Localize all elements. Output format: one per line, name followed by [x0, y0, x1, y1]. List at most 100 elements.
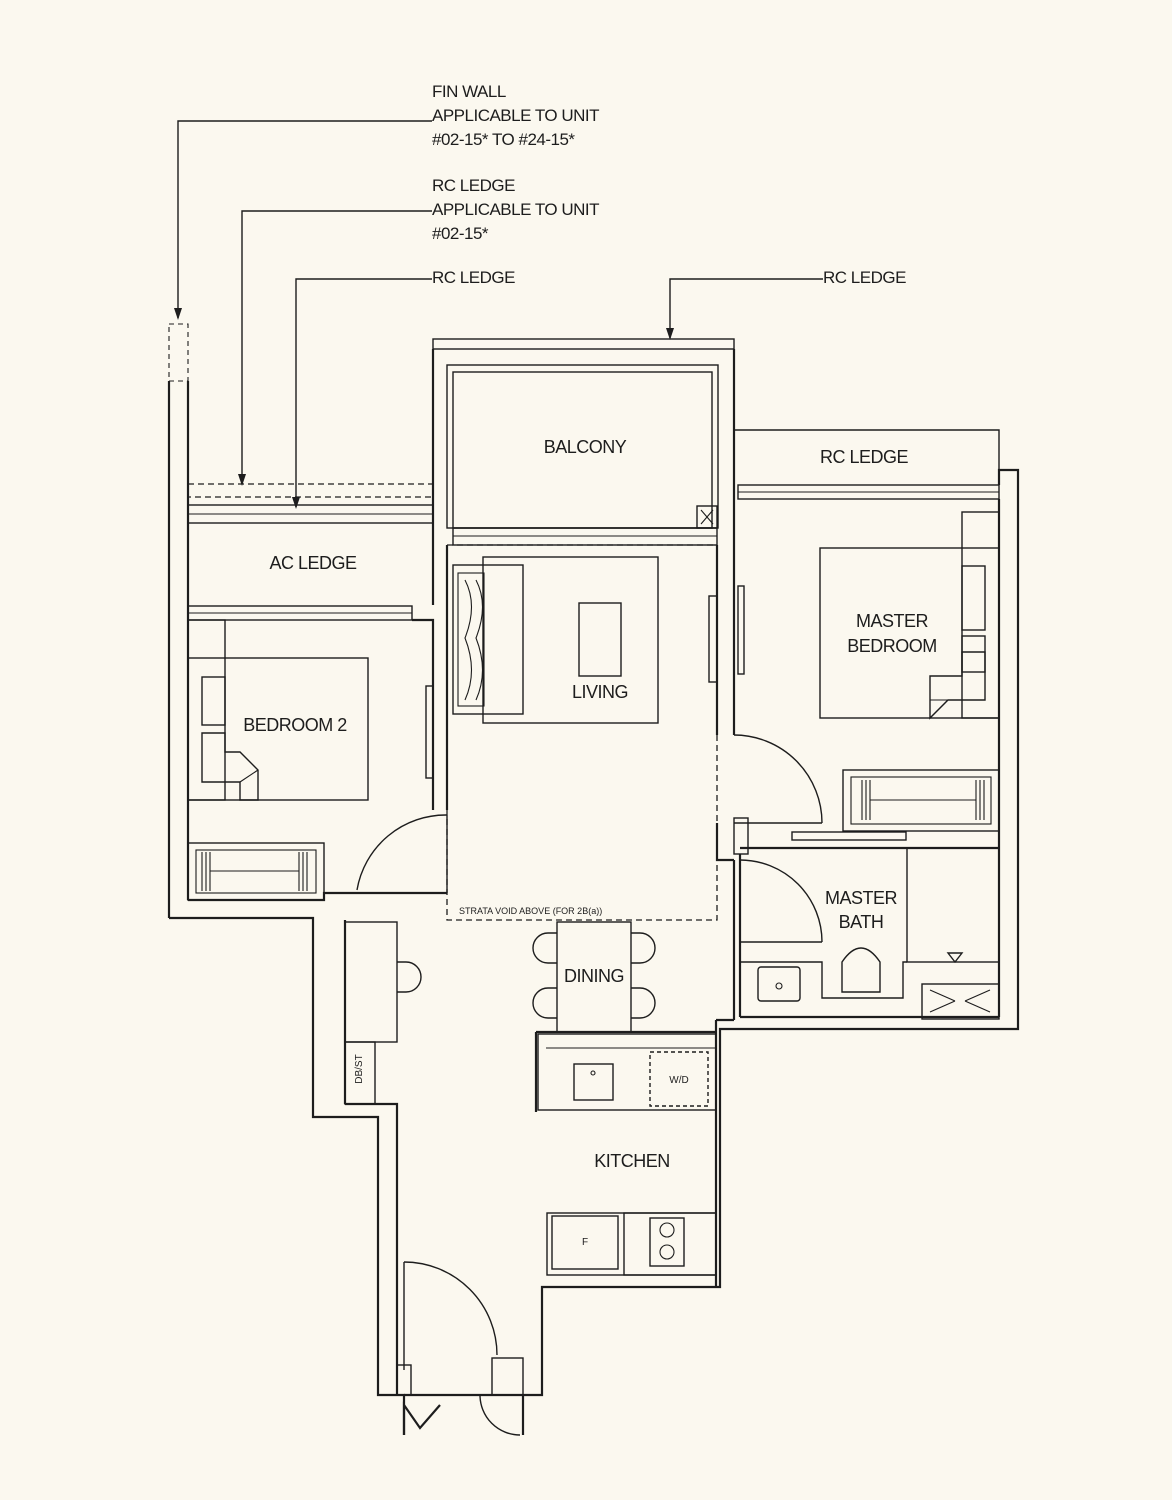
- kitchen-counter-bottom: [546, 1212, 717, 1276]
- sofa: [452, 564, 524, 715]
- arrowhead: [238, 474, 246, 486]
- callout-rc-ledge-unit: RC LEDGE APPLICABLE TO UNIT #02-15*: [238, 176, 600, 486]
- master-wardrobe: [961, 511, 1000, 719]
- callout-rc-ledge-top-text: RC LEDGE: [823, 268, 906, 287]
- room-label-master: MASTER: [856, 611, 929, 631]
- callout-fin-wall-line1: FIN WALL: [432, 82, 506, 101]
- callout-fin-wall-line2: APPLICABLE TO UNIT: [432, 106, 599, 125]
- master-bed: [819, 547, 1000, 719]
- room-label-bedroom: BEDROOM: [847, 636, 937, 656]
- basin-icon: [757, 966, 801, 1002]
- callout-rc-ledge-unit-line2: APPLICABLE TO UNIT: [432, 200, 599, 219]
- wardrobe: [187, 619, 226, 801]
- washer-dryer: [649, 1051, 709, 1107]
- vanity-outline: [740, 961, 907, 999]
- shower-head-icon: [946, 952, 964, 964]
- toilet-icon: [841, 947, 881, 993]
- outer-wall-right: [523, 468, 1020, 1397]
- cushions: [464, 579, 473, 701]
- master-bath: MASTER BATH: [732, 847, 1001, 1020]
- arrowhead: [174, 308, 182, 320]
- rc-ledge-strip: [432, 338, 735, 350]
- pillow: [961, 635, 986, 673]
- bath-door-swing: [739, 859, 823, 943]
- room-label-dining: DINING: [564, 966, 624, 986]
- sink-icon: [573, 1063, 614, 1101]
- arrowhead: [292, 497, 300, 509]
- burner: [659, 1222, 675, 1238]
- pillow: [961, 565, 986, 631]
- stool: [397, 961, 422, 993]
- chair: [631, 987, 656, 1019]
- room-label-balcony: BALCONY: [544, 437, 627, 457]
- gate-swing: [479, 1394, 521, 1436]
- dining: DINING DB/ST: [343, 920, 656, 1395]
- wall: [412, 618, 435, 810]
- service-box-cross: [700, 509, 714, 525]
- gate-swing: [402, 1401, 441, 1435]
- bed-sheet-fold: [201, 732, 259, 801]
- pillow: [201, 676, 226, 726]
- rc-ledge-outline: [734, 429, 1000, 485]
- room-label-ac-ledge: AC LEDGE: [269, 553, 357, 573]
- living: LIVING STRATA VOID ABOVE (FOR 2B(a)): [446, 544, 745, 921]
- entrance: [396, 1261, 525, 1436]
- wardrobe-rail: [850, 776, 992, 825]
- room-label-living: LIVING: [572, 682, 628, 702]
- callout-rc-ledge-left: RC LEDGE: [292, 268, 516, 509]
- door-jamb: [491, 1357, 524, 1396]
- sink-tap: [590, 1070, 596, 1076]
- shower-area: [906, 847, 1000, 963]
- callout-rc-ledge-unit-line1: RC LEDGE: [432, 176, 515, 195]
- bedroom2-sliding-door: [425, 685, 434, 779]
- bath-partition: [791, 831, 907, 841]
- callout-fin-wall-line3: #02-15* TO #24-15*: [432, 130, 575, 149]
- sofa-back: [457, 572, 485, 707]
- strata-void-outline: [446, 544, 718, 921]
- leader-line: [177, 120, 432, 318]
- fin-wall-dashed: [168, 323, 189, 382]
- hangers: [861, 780, 985, 820]
- room-label-bath: BATH: [839, 912, 884, 932]
- kitchen: W/D KITCHEN F: [534, 1018, 734, 1287]
- bedroom2-door-swing: [356, 814, 448, 891]
- callout-rc-ledge-top: RC LEDGE: [666, 268, 907, 340]
- arrowhead: [666, 328, 674, 340]
- bed: [187, 657, 369, 801]
- washer-dryer-label: W/D: [669, 1075, 688, 1086]
- fin-wall: [167, 323, 190, 918]
- room-label-bedroom-2: BEDROOM 2: [243, 715, 347, 735]
- kitchen-counter: [537, 1033, 717, 1111]
- trap-line: [929, 1000, 956, 1013]
- burner: [659, 1244, 675, 1260]
- master-bedroom: MASTER BEDROOM: [523, 468, 1020, 1397]
- rc-ledge-right: RC LEDGE: [734, 429, 1000, 500]
- db-st-label: DB/ST: [354, 1054, 365, 1083]
- bedroom-2: BEDROOM 2: [169, 545, 449, 1397]
- rc-ledge-dashed: [187, 483, 434, 498]
- room-label-kitchen: KITCHEN: [594, 1151, 670, 1171]
- balcony: BALCONY: [431, 338, 736, 605]
- leader-line: [669, 278, 823, 338]
- wall: [345, 1102, 399, 1395]
- wardrobe-rail: [195, 849, 317, 894]
- outer-wall-left: [169, 916, 397, 1397]
- callout-rc-ledge-unit-line3: #02-15*: [432, 224, 489, 243]
- room-label-rc-ledge: RC LEDGE: [820, 447, 909, 467]
- trap-line: [929, 989, 956, 1002]
- chair: [532, 987, 557, 1019]
- ac-ledge: AC LEDGE: [187, 483, 434, 621]
- callout-fin-wall: FIN WALL APPLICABLE TO UNIT #02-15* TO #…: [174, 82, 600, 320]
- cushions: [475, 579, 484, 701]
- rug: [482, 556, 659, 724]
- main-door-swing: [403, 1261, 498, 1356]
- wall: [715, 823, 734, 862]
- fridge: [551, 1215, 619, 1270]
- trap-line: [964, 989, 991, 1002]
- fold-line: [239, 769, 259, 783]
- bed-sheet-fold: [929, 651, 986, 720]
- chair: [532, 932, 557, 964]
- basin-drain: [775, 982, 783, 990]
- coffee-table: [578, 602, 622, 677]
